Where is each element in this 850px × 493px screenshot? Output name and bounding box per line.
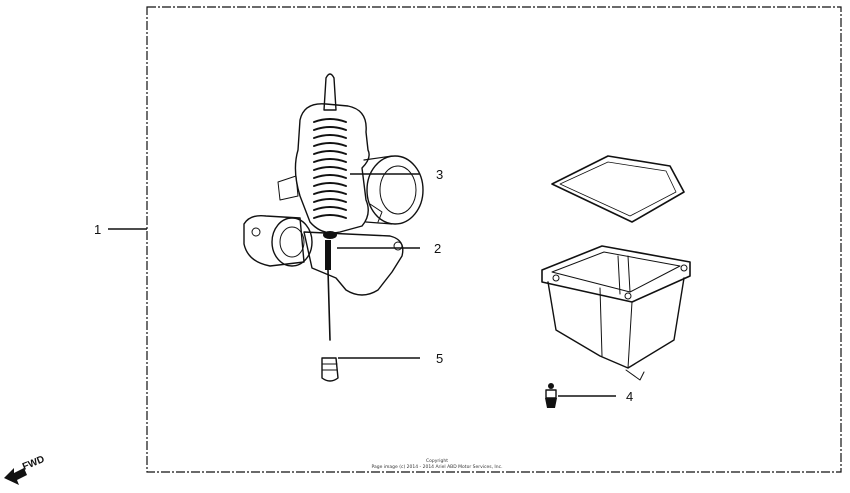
callout-2: 2 — [434, 241, 441, 256]
fwd-arrow-icon — [4, 468, 27, 485]
needle-clip — [323, 231, 337, 239]
fwd-indicator: FWD — [4, 454, 46, 485]
callout-4: 4 — [626, 389, 633, 404]
fwd-label: FWD — [21, 454, 46, 473]
copyright-line-1: Copyright — [426, 458, 448, 464]
jet-needle — [325, 240, 331, 341]
throttle-spring — [313, 118, 347, 219]
copyright-line-2: Page image (c) 2014 - 2014 Ariel ABD Mot… — [371, 464, 502, 470]
drain-screw — [545, 383, 557, 408]
carburetor-body — [243, 73, 424, 341]
assembly-frame — [146, 6, 842, 473]
main-jet — [321, 357, 339, 382]
float-bowl-gasket — [551, 155, 685, 223]
callout-5: 5 — [436, 351, 443, 366]
callout-1: 1 — [94, 222, 101, 237]
float-chamber — [541, 245, 691, 381]
callout-3: 3 — [436, 167, 443, 182]
